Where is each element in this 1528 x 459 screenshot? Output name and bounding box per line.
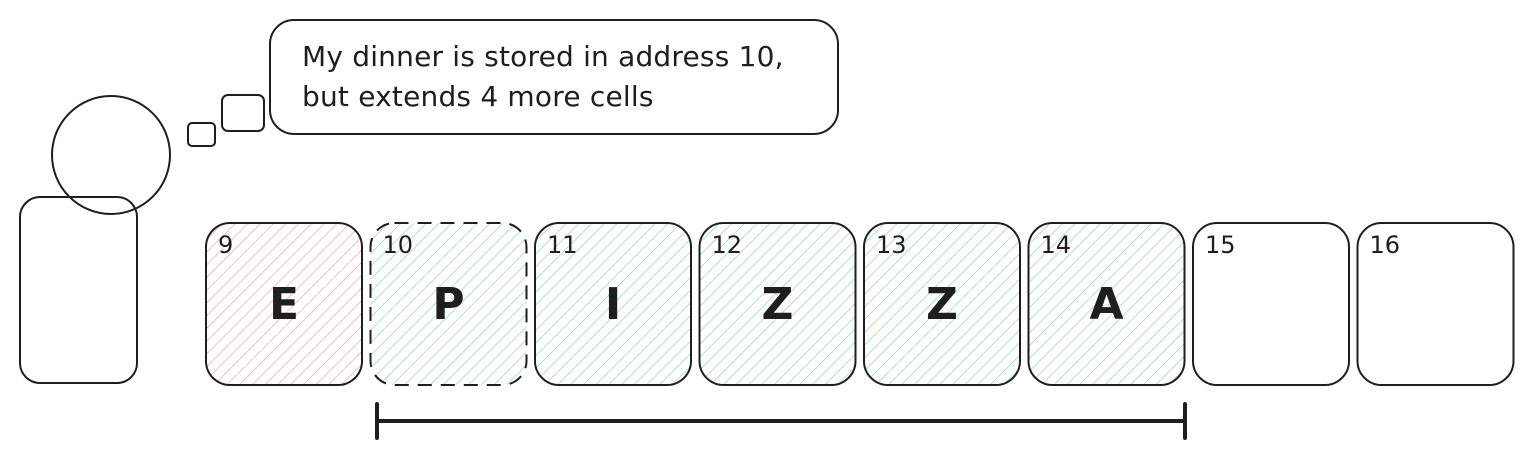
cell-letter: E [269, 279, 299, 330]
cell-letter: I [605, 279, 621, 330]
thought-line-1: My dinner is stored in address 10, [302, 40, 784, 73]
span-bracket [375, 402, 1187, 440]
cell-box [1027, 222, 1186, 386]
cell-address: 11 [547, 231, 578, 259]
cell-box [863, 222, 1021, 386]
cell-box [698, 222, 857, 386]
person-head [51, 95, 171, 215]
person-figure [19, 95, 171, 384]
memory-cell: 12Z [698, 222, 857, 386]
cell-address: 15 [1205, 231, 1236, 259]
cell-box [1192, 222, 1350, 386]
thought-bubble: My dinner is stored in address 10, but e… [187, 19, 839, 147]
cell-letter: Z [926, 279, 958, 330]
cell-address: 13 [876, 231, 907, 259]
pointer-cell-box [369, 222, 528, 386]
cell-address: 10 [383, 231, 414, 259]
memory-cell: 14A [1027, 222, 1186, 386]
cell-letter: Z [762, 279, 794, 330]
memory-cell: 16 [1356, 222, 1515, 386]
cell-letter: P [432, 279, 464, 330]
thought-dot-small [187, 122, 216, 147]
memory-cell: 9E [205, 222, 363, 386]
cell-address: 14 [1041, 231, 1072, 259]
memory-cell: 13Z [863, 222, 1021, 386]
person-body [19, 196, 138, 384]
thought-dot-large [221, 94, 265, 132]
cell-address: 16 [1370, 231, 1401, 259]
cell-box [205, 222, 363, 386]
memory-cell: 15 [1192, 222, 1350, 386]
memory-cell: 10P [369, 222, 528, 386]
cell-box [1356, 222, 1515, 386]
cell-address: 12 [712, 231, 743, 259]
cell-box [534, 222, 692, 386]
thought-line-2: but extends 4 more cells [302, 80, 654, 113]
cell-address: 9 [218, 231, 233, 259]
memory-cell: 11I [534, 222, 692, 386]
thought-bubble-box [269, 19, 839, 135]
cell-letter: A [1089, 279, 1123, 330]
